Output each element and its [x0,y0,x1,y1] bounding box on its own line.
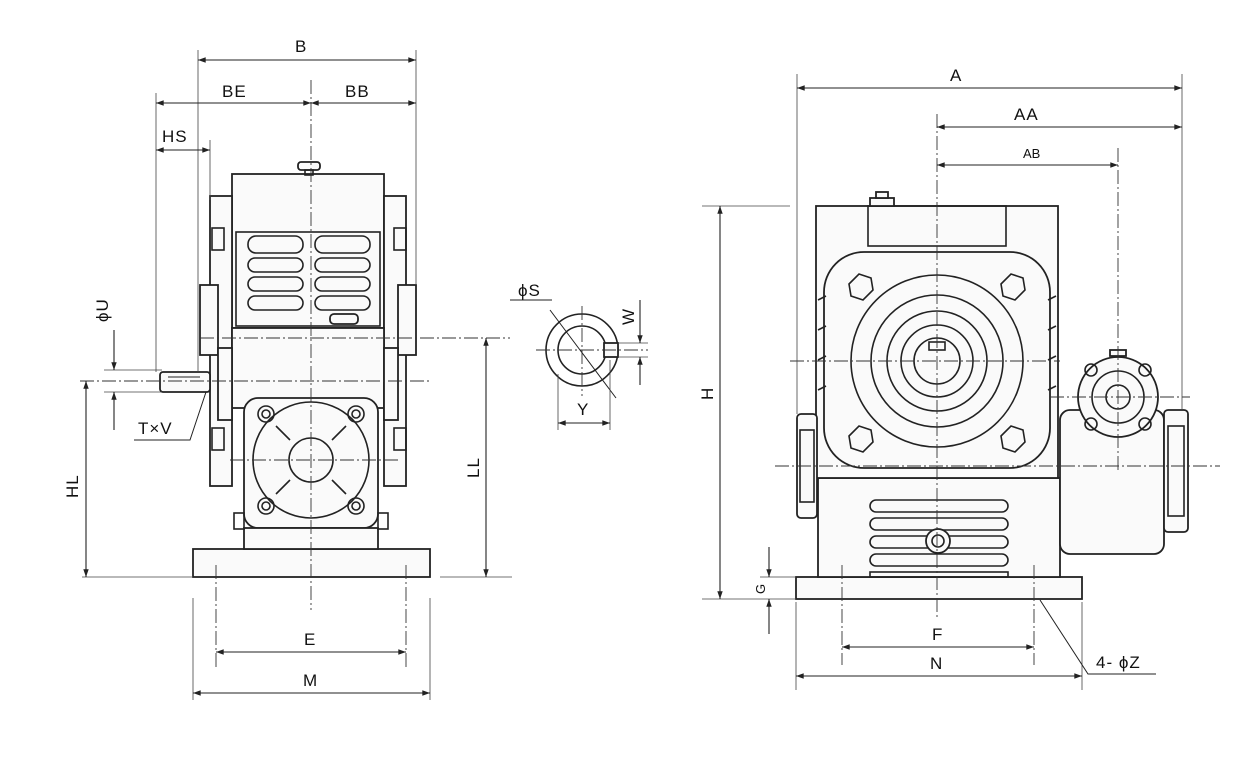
front-view: A AA AB H G F N 4- ϕZ [698,66,1220,690]
dim-label-BE: BE [222,82,247,101]
dim-label-phi-U: ϕU [93,298,112,322]
dim-label-G: G [753,584,768,594]
dim-label-B: B [295,37,307,56]
dim-label-M: M [303,671,318,690]
dim-label-F: F [932,625,943,644]
dim-label-phi-S: ϕS [518,281,541,300]
dim-label-LL: LL [464,457,483,478]
dim-label-H: H [698,387,717,400]
dim-label-BB: BB [345,82,370,101]
dim-label-Y: Y [577,400,589,419]
dim-label-holes: 4- ϕZ [1096,653,1141,672]
dim-label-A: A [950,66,962,85]
shaft-section-view: ϕS W Y [510,281,648,430]
dim-label-E: E [304,630,316,649]
dim-label-N: N [930,654,943,673]
dim-label-HL: HL [63,474,82,498]
dim-label-AA: AA [1014,105,1039,124]
dim-label-AB: AB [1023,146,1040,161]
dim-label-TxV: T×V [138,419,173,438]
dim-label-W: W [619,308,638,325]
side-view: B BE BB HS ϕU T×V HL LL E M [63,37,512,700]
dim-label-HS: HS [162,127,188,146]
